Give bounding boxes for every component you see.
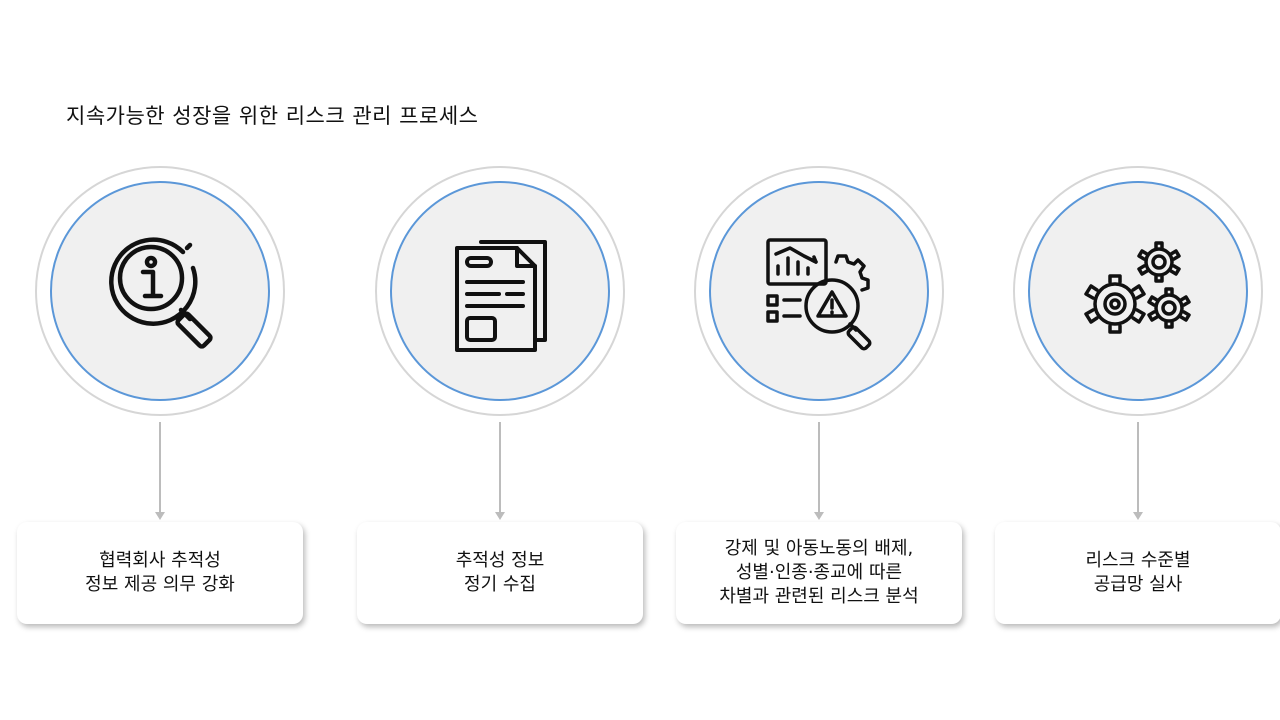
step-connector [159,422,161,514]
process-step-3: 강제 및 아동노동의 배제, 성별·인종·종교에 따른 차별과 관련된 리스크 … [676,0,974,720]
step-icon-circle [1028,181,1248,401]
process-step-4: 리스크 수준별 공급망 실사 [995,0,1280,720]
gears-icon [1084,241,1191,334]
step-arrowhead [495,512,505,520]
step-description-line: 협력회사 추적성 [99,550,221,571]
step-description-line: 정기 수집 [464,574,536,595]
step-description: 리스크 수준별 공급망 실사 [1073,549,1202,597]
page-title: 지속가능한 성장을 위한 리스크 관리 프로세스 [66,104,479,128]
step-description-line: 성별·인종·종교에 따른 [735,562,903,583]
documents-icon [455,240,547,352]
step-arrowhead [814,512,824,520]
step-card: 리스크 수준별 공급망 실사 [995,522,1280,624]
process-step-1: 협력회사 추적성 정보 제공 의무 강화 [17,0,315,720]
step-icon-circle [390,181,610,401]
magnifier-info-icon [109,237,213,349]
step-description-line: 추적성 정보 [455,550,545,571]
step-card: 강제 및 아동노동의 배제, 성별·인종·종교에 따른 차별과 관련된 리스크 … [676,522,962,624]
step-connector [818,422,820,514]
step-arrowhead [155,512,165,520]
step-description: 강제 및 아동노동의 배제, 성별·인종·종교에 따른 차별과 관련된 리스크 … [707,537,930,609]
step-card: 협력회사 추적성 정보 제공 의무 강화 [17,522,303,624]
step-description-line: 리스크 수준별 [1085,550,1191,571]
risk-analysis-icon [766,238,872,351]
step-description: 협력회사 추적성 정보 제공 의무 강화 [73,549,247,597]
step-description-line: 강제 및 아동노동의 배제, [724,538,914,559]
step-connector [1137,422,1139,514]
step-description: 추적성 정보 정기 수집 [444,549,557,597]
step-connector [499,422,501,514]
step-description-line: 정보 제공 의무 강화 [85,574,235,595]
step-arrowhead [1133,512,1143,520]
step-description-line: 공급망 실사 [1093,574,1183,595]
step-description-line: 차별과 관련된 리스크 분석 [719,586,919,607]
step-icon-circle [50,181,270,401]
step-card: 추적성 정보 정기 수집 [357,522,643,624]
step-icon-circle [709,181,929,401]
process-step-2: 추적성 정보 정기 수집 [357,0,655,720]
